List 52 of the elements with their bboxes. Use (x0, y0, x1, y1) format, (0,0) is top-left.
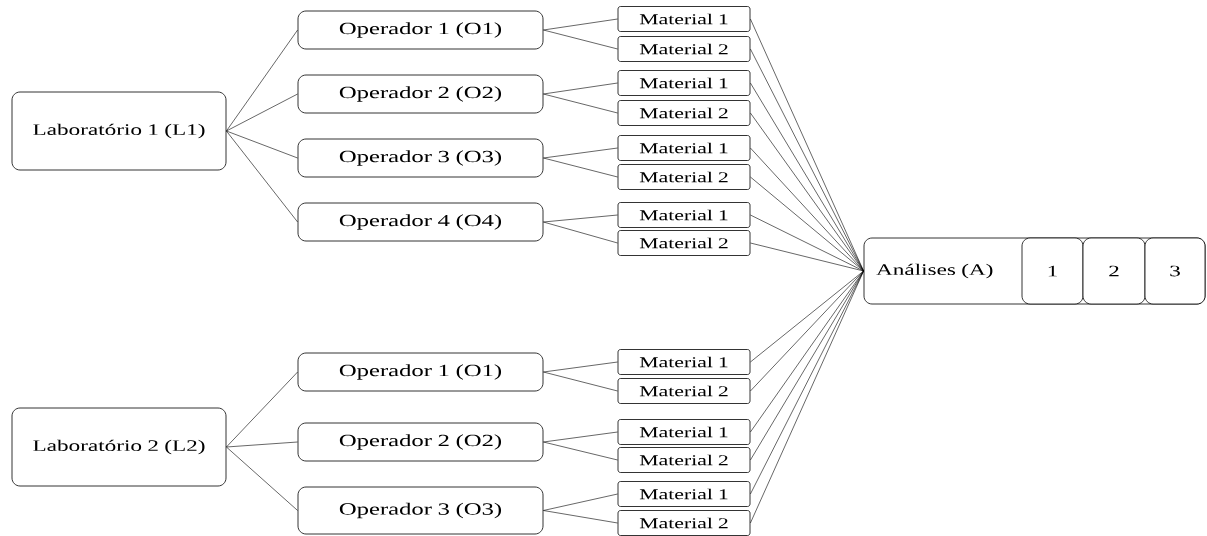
material-box: Material 1 (617, 481, 751, 507)
operator-box: Operador 1 (O1) (297, 352, 544, 392)
connector-line (226, 446, 298, 511)
connector-line (226, 29, 298, 132)
material-box: Material 2 (617, 510, 751, 536)
connector-line (543, 147, 618, 159)
operator-box: Operador 4 (O4) (297, 202, 544, 242)
connector-line (226, 441, 298, 448)
material-box: Material 1 (617, 70, 751, 96)
laboratory-box: Laboratório 2 (L2) (11, 407, 227, 487)
connector-line (750, 112, 864, 272)
connector-line (543, 157, 618, 178)
connector-line (750, 176, 864, 272)
material-box: Material 1 (617, 6, 751, 32)
material-box: Material 2 (617, 164, 751, 190)
operator-box: Operador 3 (O3) (297, 138, 544, 178)
operator-box: Operador 3 (O3) (297, 486, 544, 535)
replicate-box: 1 (1021, 237, 1084, 305)
connector-line (543, 82, 618, 95)
connector-line (226, 130, 298, 223)
connector-line (543, 441, 618, 461)
material-box: Material 2 (617, 100, 751, 126)
connector-line (750, 270, 864, 392)
connector-line (543, 93, 618, 114)
operator-box: Operador 2 (O2) (297, 74, 544, 114)
operator-box: Operador 1 (O1) (297, 10, 544, 50)
connector-line (226, 130, 298, 159)
replicate-box: 2 (1082, 237, 1146, 305)
material-box: Material 1 (617, 135, 751, 161)
connector-line (226, 93, 298, 132)
replicate-box: 3 (1144, 237, 1206, 305)
connector-line (750, 214, 864, 272)
material-box: Material 2 (617, 36, 751, 62)
connector-line (543, 510, 618, 524)
material-box: Material 1 (617, 419, 751, 445)
connector-line (543, 361, 618, 373)
connector-line (543, 221, 618, 244)
material-box: Material 2 (617, 378, 751, 404)
connector-line (543, 214, 618, 223)
connector-line (543, 18, 618, 31)
connector-line (543, 493, 618, 511)
connector-line (543, 371, 618, 392)
material-box: Material 2 (617, 230, 751, 256)
connector-line (543, 29, 618, 50)
laboratory-box: Laboratório 1 (L1) (11, 91, 227, 171)
material-box: Material 1 (617, 349, 751, 375)
connector-line (226, 371, 298, 448)
connector-line (750, 242, 864, 272)
material-box: Material 1 (617, 202, 751, 228)
material-box: Material 2 (617, 447, 751, 473)
operator-box: Operador 2 (O2) (297, 422, 544, 462)
connector-line (543, 431, 618, 443)
